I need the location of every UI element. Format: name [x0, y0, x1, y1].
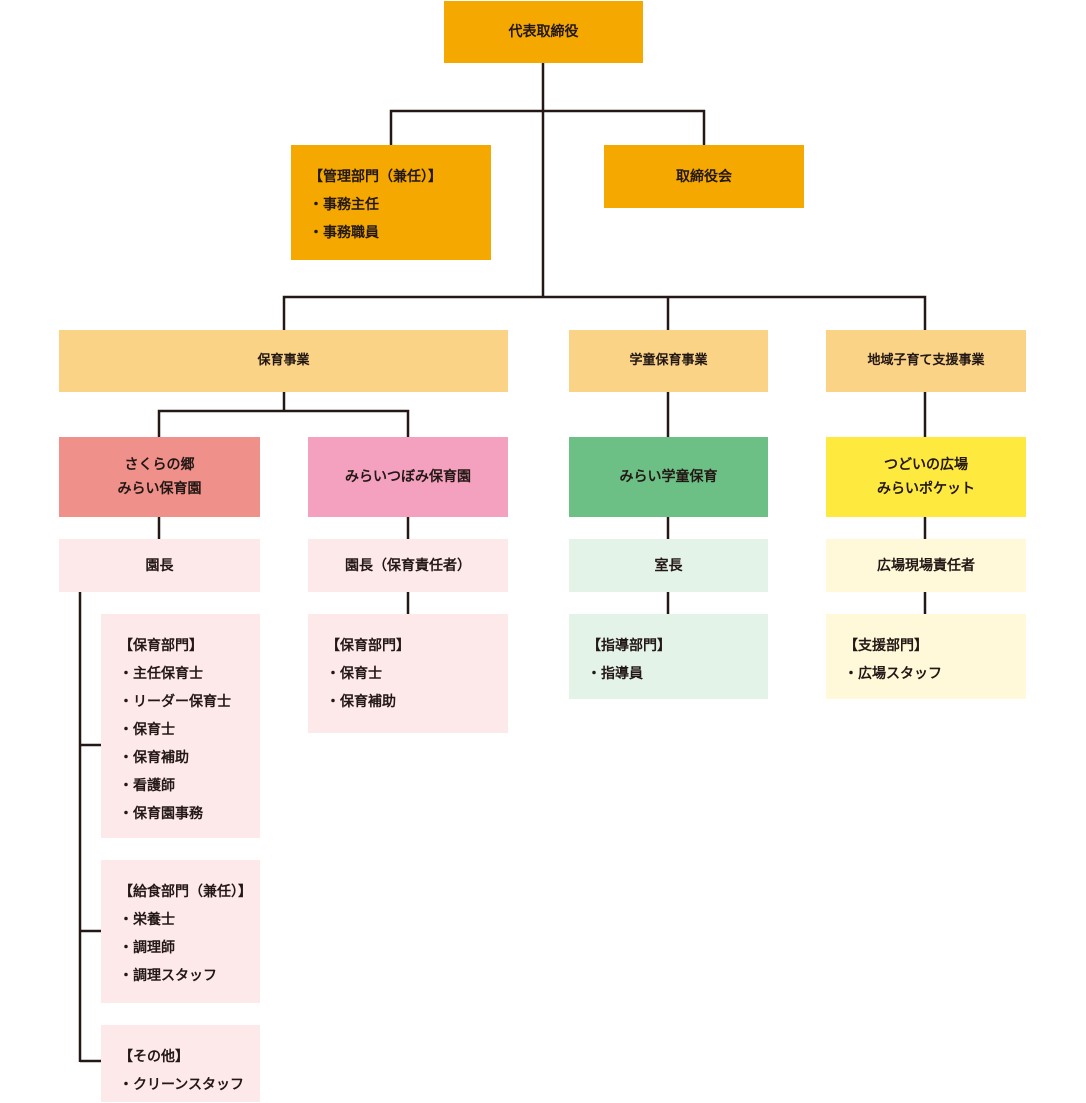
- department-title: 【支援部門】: [844, 638, 928, 654]
- department-item: ・調理師: [119, 940, 175, 956]
- facility-gakudo-label: みらい学童保育: [619, 469, 718, 485]
- management-item: ・事務主任: [309, 197, 379, 213]
- hiroba-support-department-box: 【支援部門】 ・広場スタッフ: [826, 614, 1026, 699]
- school-care-business-box: 学童保育事業: [569, 330, 768, 392]
- school-care-business-label: 学童保育事業: [629, 353, 708, 368]
- department-item: ・保育補助: [326, 694, 396, 710]
- department-title: 【保育部門】: [119, 638, 203, 654]
- department-item: ・指導員: [587, 666, 643, 682]
- department-item: ・栄養士: [119, 912, 175, 928]
- head-gakudo-label: 室長: [654, 557, 683, 574]
- head-hiroba-label: 広場現場責任者: [877, 557, 975, 574]
- sakura-other-department-box: 【その他】 ・クリーンスタッフ: [101, 1025, 260, 1102]
- facility-sakura-line1: さくらの郷: [124, 457, 195, 473]
- head-tsubomi-box: 園長（保育責任者）: [308, 539, 508, 592]
- facility-hiroba-box: つどいの広場 みらいポケット: [826, 437, 1026, 517]
- management-item: ・事務職員: [309, 225, 379, 241]
- tsubomi-childcare-department-box: 【保育部門】 ・保育士 ・保育補助: [308, 614, 508, 733]
- department-title: 【給食部門（兼任）】: [119, 884, 252, 900]
- childcare-business-box: 保育事業: [59, 330, 508, 392]
- management-department-title: 【管理部門（兼任）】: [309, 169, 442, 185]
- connector-to-businesses: [282, 295, 927, 330]
- department-item: ・保育士: [119, 722, 175, 738]
- department-item: ・調理スタッフ: [119, 968, 217, 984]
- gakudo-guidance-department-box: 【指導部門】 ・指導員: [569, 614, 768, 699]
- sakura-childcare-department-box: 【保育部門】 ・主任保育士 ・リーダー保育士 ・保育士 ・保育補助 ・看護師 ・…: [101, 614, 260, 838]
- department-item: ・広場スタッフ: [844, 666, 942, 682]
- department-title: 【保育部門】: [326, 638, 410, 654]
- facility-tsubomi-label: みらいつぼみ保育園: [345, 469, 471, 485]
- board-label: 取締役会: [676, 168, 732, 185]
- facility-tsubomi-box: みらいつぼみ保育園: [308, 437, 508, 517]
- department-item: ・保育園事務: [119, 806, 203, 822]
- facility-sakura-line2: みらい保育園: [117, 481, 202, 497]
- sakura-meal-department-box: 【給食部門（兼任）】 ・栄養士 ・調理師 ・調理スタッフ: [101, 860, 260, 1003]
- department-item: ・クリーンスタッフ: [119, 1077, 245, 1093]
- head-gakudo-box: 室長: [569, 539, 768, 592]
- management-department-box: 【管理部門（兼任）】 ・事務主任 ・事務職員: [291, 145, 491, 260]
- connector-ceo-to-management-board: [389, 109, 706, 145]
- department-title: 【指導部門】: [587, 638, 671, 654]
- head-tsubomi-label: 園長（保育責任者）: [345, 557, 471, 574]
- department-title: 【その他】: [119, 1049, 189, 1065]
- facility-hiroba-line1: つどいの広場: [884, 457, 968, 473]
- department-item: ・保育補助: [119, 750, 189, 766]
- head-hiroba-box: 広場現場責任者: [826, 539, 1026, 592]
- community-business-label: 地域子育て支援事業: [867, 353, 985, 368]
- community-business-box: 地域子育て支援事業: [826, 330, 1026, 392]
- facility-gakudo-box: みらい学童保育: [569, 437, 768, 517]
- head-sakura-box: 園長: [59, 539, 260, 592]
- ceo-label: 代表取締役: [508, 24, 579, 40]
- childcare-business-label: 保育事業: [257, 353, 310, 368]
- department-item: ・リーダー保育士: [119, 694, 231, 710]
- department-item: ・看護師: [119, 778, 175, 794]
- department-item: ・保育士: [326, 666, 382, 682]
- ceo-box: 代表取締役: [444, 1, 643, 63]
- connector-childcare-facilities: [157, 409, 410, 437]
- head-sakura-label: 園長: [145, 557, 174, 574]
- facility-sakura-box: さくらの郷 みらい保育園: [59, 437, 260, 517]
- department-item: ・主任保育士: [119, 666, 203, 682]
- board-box: 取締役会: [604, 145, 804, 208]
- facility-hiroba-line2: みらいポケット: [877, 481, 975, 497]
